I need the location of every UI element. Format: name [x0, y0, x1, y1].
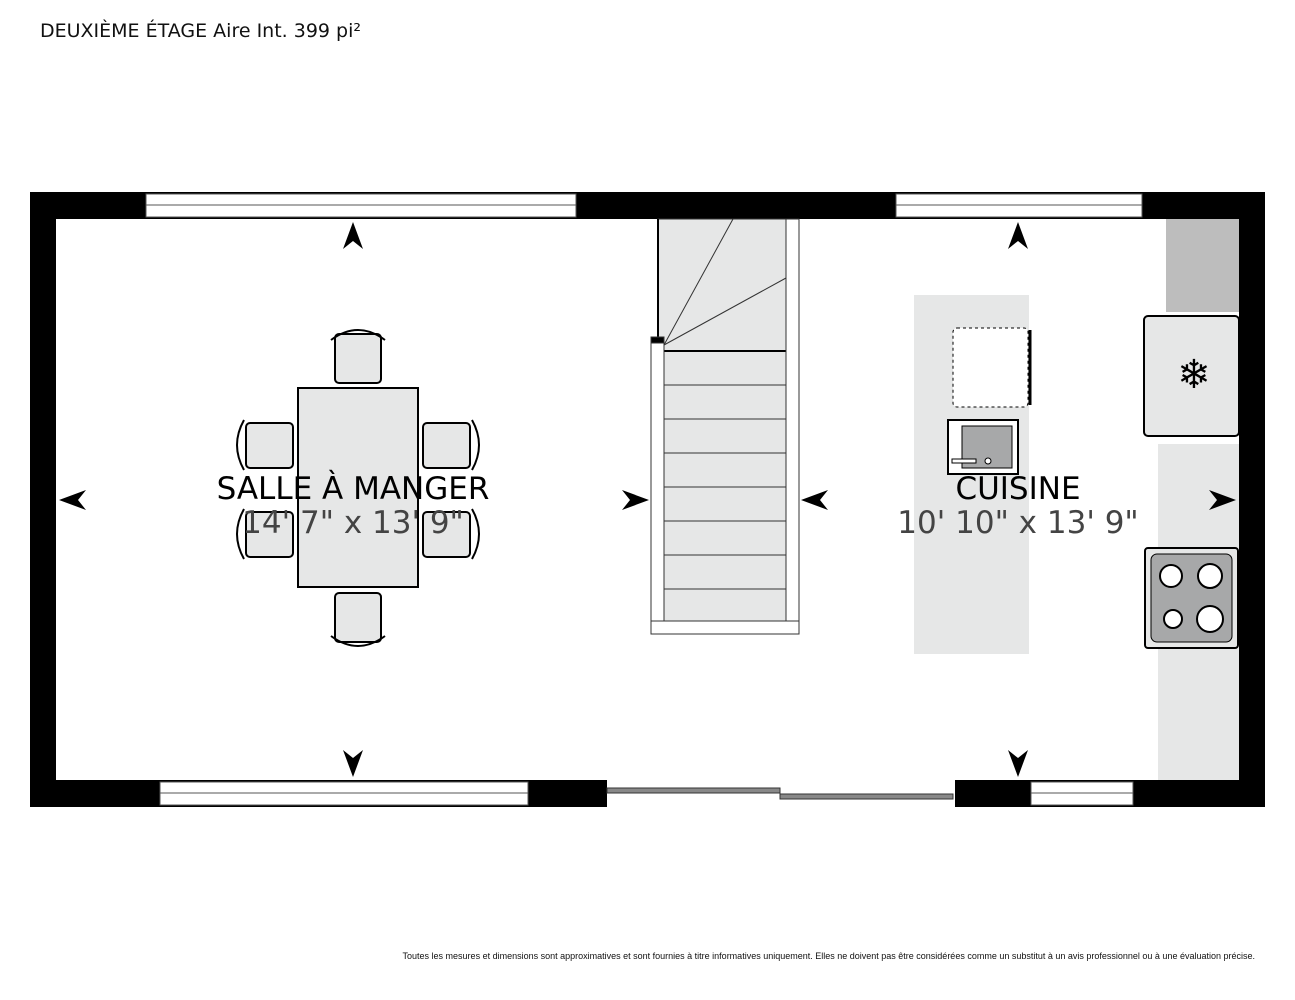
room-name-kitchen: CUISINE	[955, 471, 1080, 507]
dimension-arrows	[59, 222, 1236, 777]
dining-set	[236, 329, 480, 647]
windows	[145, 193, 1143, 806]
disclaimer: Toutes les mesures et dimensions sont ap…	[402, 951, 1255, 961]
room-dimensions-kitchen: 10' 10" x 13' 9"	[897, 505, 1138, 541]
room-dimensions-dining: 14' 7" x 13' 9"	[242, 505, 464, 541]
staircase	[650, 218, 800, 635]
floor-title: DEUXIÈME ÉTAGE Aire Int. 399 pi²	[40, 20, 362, 42]
snowflake-icon: ❄	[1177, 352, 1211, 398]
room-name-dining: SALLE À MANGER	[217, 471, 490, 507]
kitchen-fixtures: ❄	[914, 219, 1240, 780]
sliding-door	[606, 780, 955, 807]
